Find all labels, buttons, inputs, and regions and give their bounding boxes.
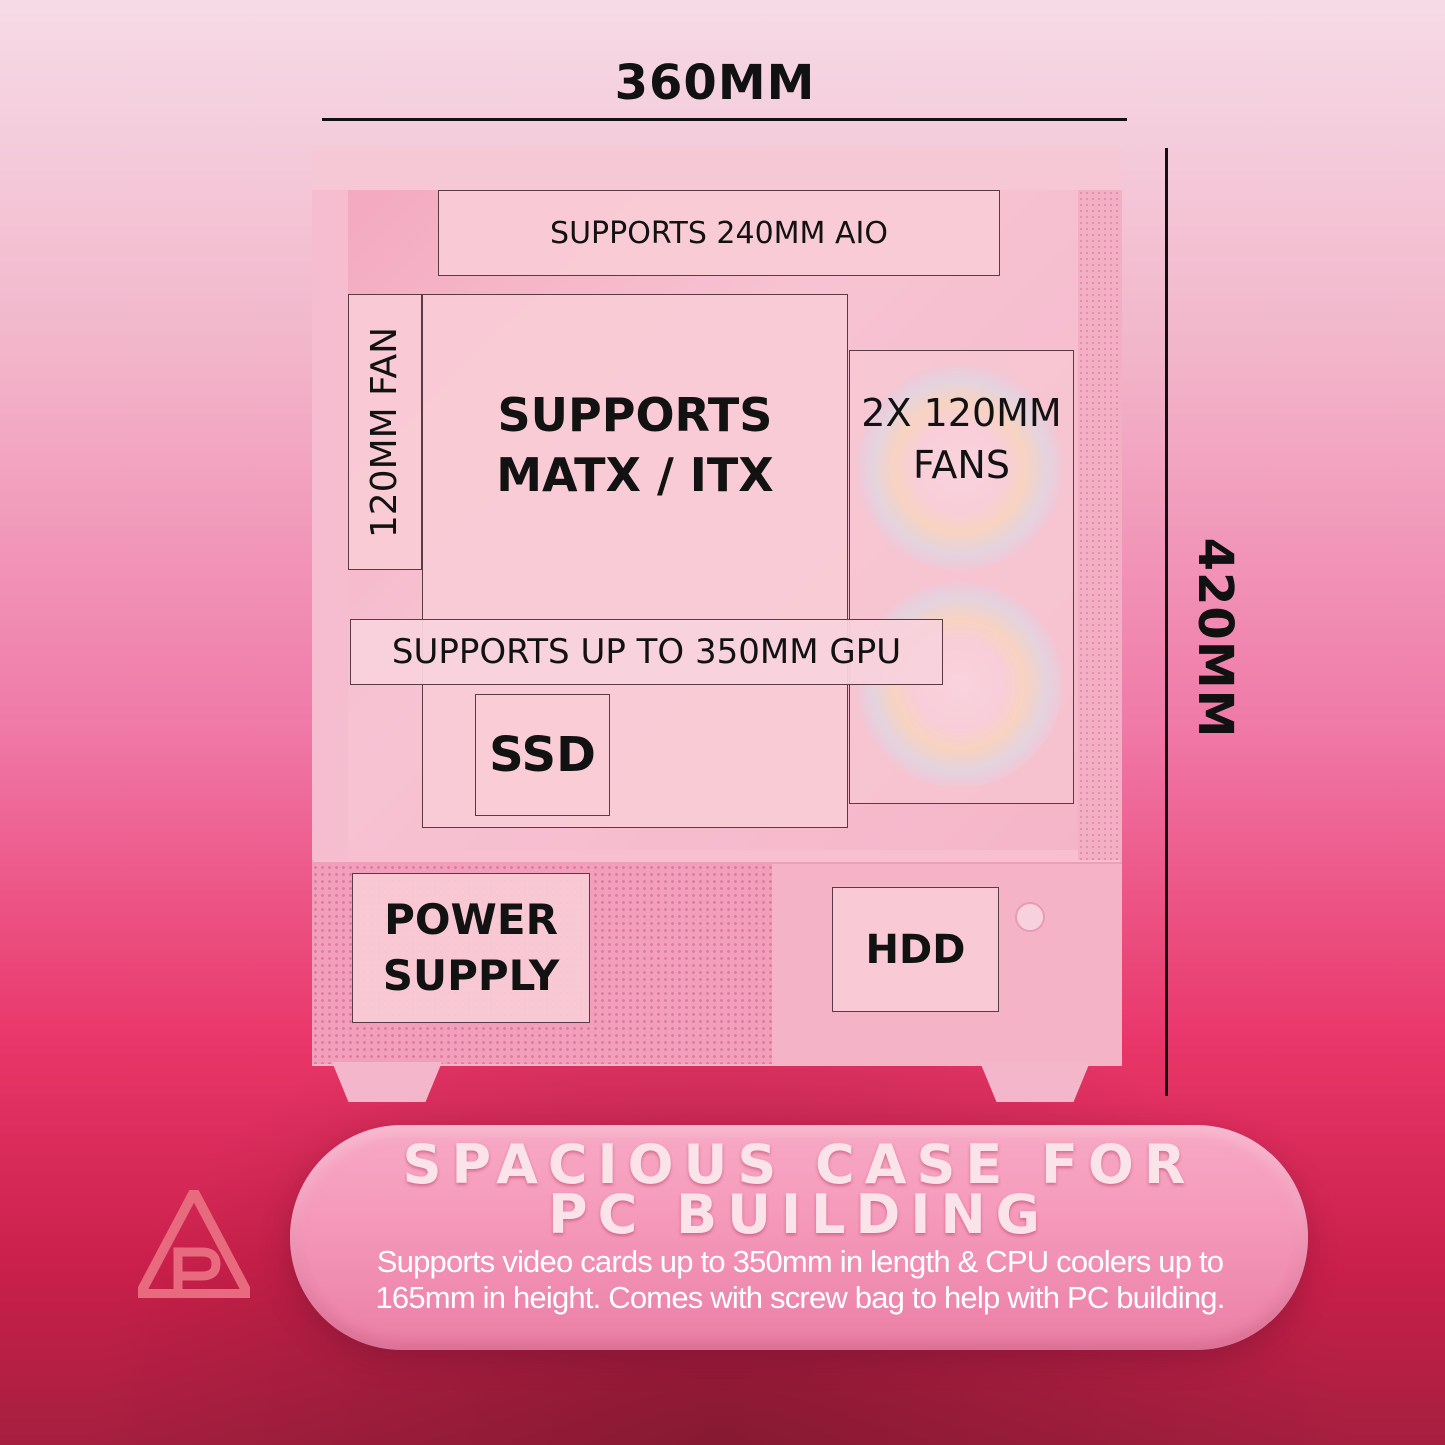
case-foot-left — [332, 1062, 442, 1102]
front-fans-label-line2: FANS — [913, 443, 1010, 487]
rear-fan-label-text: 120MM FAN — [364, 326, 406, 538]
feature-banner — [290, 1125, 1308, 1350]
gpu-support-label: SUPPORTS UP TO 350MM GPU — [350, 619, 943, 685]
motherboard-label-line2: MATX / ITX — [496, 448, 774, 502]
case-foot-right — [980, 1062, 1090, 1102]
triangle-a-logo-icon — [138, 1190, 250, 1298]
height-dimension-line — [1165, 148, 1168, 1096]
power-supply-label-line2: SUPPLY — [382, 951, 560, 1000]
case-front-mesh — [1078, 190, 1122, 860]
banner-title: SPACIOUS CASE FOR PC BUILDING — [290, 1133, 1308, 1246]
banner-title-line2: PC BUILDING — [548, 1183, 1050, 1246]
ssd-label: SSD — [475, 694, 610, 816]
rear-fan-label: 120MM FAN — [348, 294, 422, 570]
height-dimension-label: 420MM — [1187, 537, 1243, 739]
front-fans-label-line1: 2X 120MM — [861, 391, 1062, 435]
case-rear-rail — [312, 190, 348, 860]
banner-description: Supports video cards up to 350mm in leng… — [320, 1244, 1280, 1316]
banner-title-line1: SPACIOUS CASE FOR — [402, 1133, 1196, 1196]
motherboard-label-line1: SUPPORTS — [497, 388, 773, 442]
power-supply-label-line1: POWER — [384, 895, 558, 944]
aio-support-label: SUPPORTS 240MM AIO — [438, 190, 1000, 276]
width-dimension-line — [322, 118, 1127, 121]
hdd-label: HDD — [832, 887, 999, 1012]
width-dimension-label: 360MM — [614, 55, 816, 111]
power-supply-label: POWER SUPPLY — [352, 873, 590, 1023]
power-button-icon — [1015, 902, 1045, 932]
banner-desc-line1: Supports video cards up to 350mm in leng… — [376, 1244, 1224, 1279]
front-fans-label: 2X 120MM FANS — [849, 350, 1074, 804]
case-top-rail — [312, 150, 1122, 190]
banner-desc-line2: 165mm in height. Comes with screw bag to… — [375, 1280, 1225, 1315]
